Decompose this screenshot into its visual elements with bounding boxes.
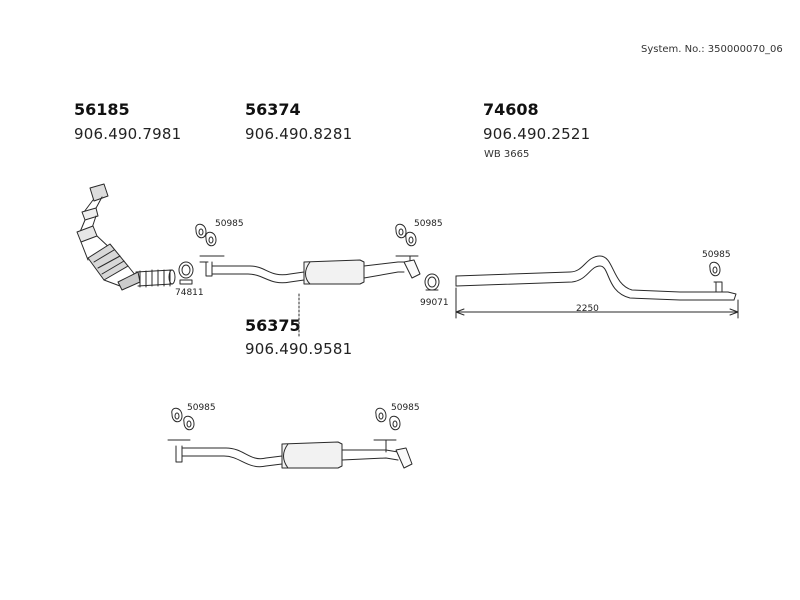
part-code-alt-middle-silencer: 906.490.9581 (245, 340, 353, 358)
part-code-catalytic-converter: 906.490.7981 (74, 125, 182, 143)
clip-drawing (424, 273, 440, 291)
part-number-alt-middle-silencer: 56375 (245, 316, 301, 335)
hanger-label: 50985 (215, 219, 244, 229)
hanger-label: 50985 (391, 403, 420, 413)
catalytic-converter-drawing (76, 183, 176, 291)
hanger-label: 50985 (702, 250, 731, 260)
hanger-label: 50985 (414, 219, 443, 229)
hanger-drawing (395, 223, 417, 247)
clip-label: 99071 (420, 298, 449, 308)
dimension-drawing (455, 287, 739, 319)
part-number-tail-pipe: 74608 (483, 100, 539, 119)
part-code-tail-pipe: 906.490.2521 (483, 125, 591, 143)
hanger-drawing (171, 407, 195, 431)
tail-pipe-drawing (455, 255, 737, 301)
hanger-drawing (375, 407, 401, 431)
part-number-middle-silencer: 56374 (245, 100, 301, 119)
system-number: System. No.: 350000070_06 (641, 44, 783, 55)
dimension-label: 2250 (576, 304, 599, 314)
clamp-drawing (178, 261, 194, 285)
middle-silencer-drawing (199, 255, 421, 285)
part-code-middle-silencer: 906.490.8281 (245, 125, 353, 143)
part-number-catalytic-converter: 56185 (74, 100, 130, 119)
hanger-label: 50985 (187, 403, 216, 413)
alt-middle-silencer-drawing (167, 439, 413, 469)
clamp-label: 74811 (175, 288, 204, 298)
part-note-tail-pipe: WB 3665 (484, 149, 530, 160)
hanger-drawing (709, 261, 721, 277)
hanger-drawing (195, 223, 217, 247)
